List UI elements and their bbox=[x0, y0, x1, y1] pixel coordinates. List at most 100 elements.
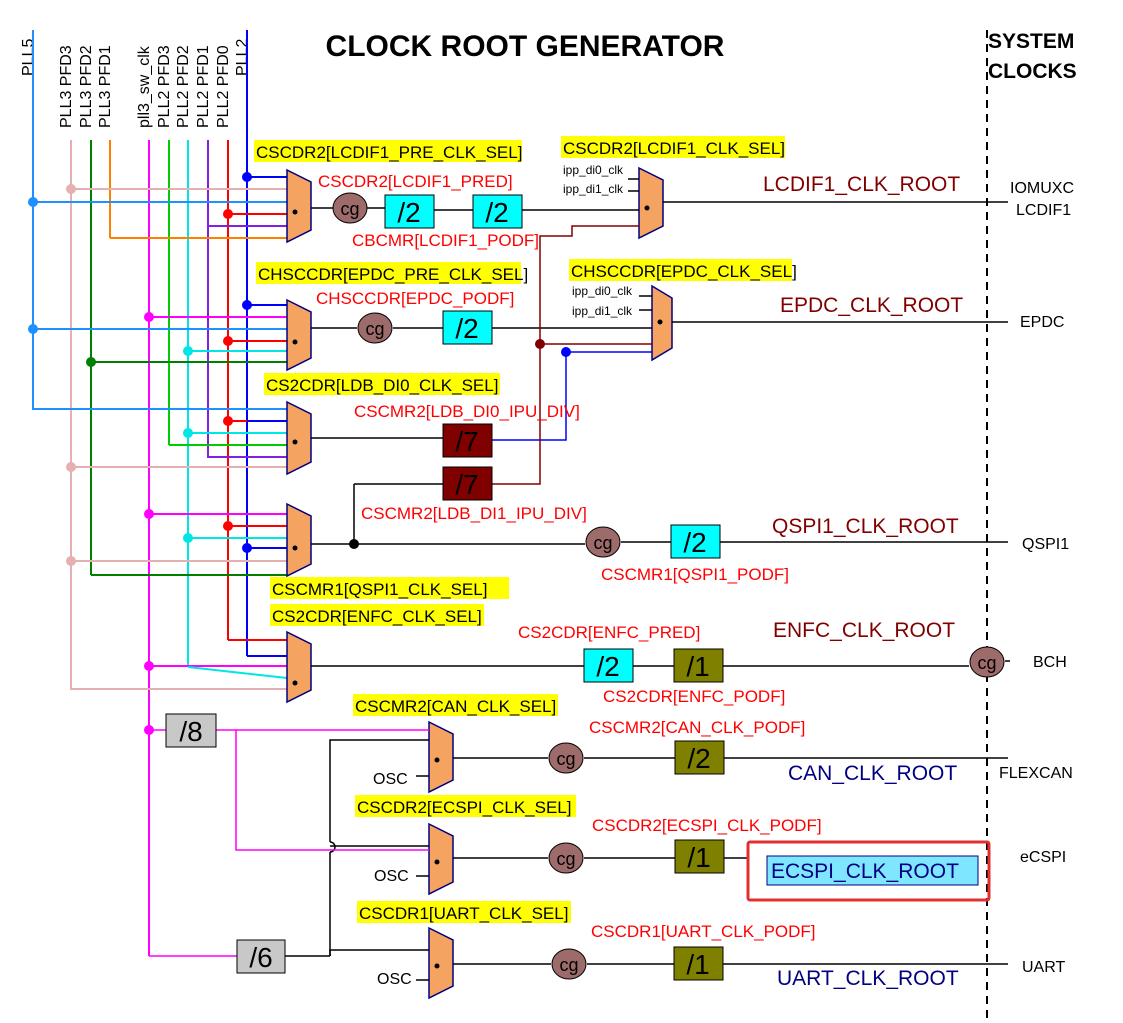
sel-uart: CSCDR1[UART_CLK_SEL] bbox=[359, 904, 568, 923]
reg-ldb-di1-div: CSCMR2[LDB_DI1_IPU_DIV] bbox=[361, 504, 587, 523]
junction-dots bbox=[28, 172, 252, 735]
svg-text:BCH: BCH bbox=[1033, 654, 1067, 671]
svg-text:/2: /2 bbox=[687, 743, 710, 774]
reg-ldb-di0-div: CSCMR2[LDB_DI0_IPU_DIV] bbox=[354, 402, 580, 421]
source-label-pll2-pfd0: PLL2 PFD0 bbox=[215, 45, 232, 128]
output-labels: IOMUXC LCDIF1 EPDC QSPI1 BCH FLEXCAN eCS… bbox=[999, 180, 1074, 976]
svg-text:UART: UART bbox=[1022, 959, 1065, 976]
ecspi-root-focus-box bbox=[746, 840, 991, 902]
mux-can bbox=[428, 720, 454, 794]
reg-lcdif1-podf: CBCMR[LCDIF1_PODF] bbox=[352, 231, 539, 250]
svg-text:/2: /2 bbox=[485, 197, 508, 228]
svg-text:ipp_di1_clk: ipp_di1_clk bbox=[563, 182, 624, 196]
svg-text:/6: /6 bbox=[249, 942, 272, 973]
svg-text:/7: /7 bbox=[455, 469, 478, 500]
mux1-inputs bbox=[33, 176, 287, 239]
svg-text:cg: cg bbox=[365, 319, 384, 339]
root-lcdif1: LCDIF1_CLK_ROOT bbox=[763, 173, 960, 196]
svg-text:/2: /2 bbox=[596, 651, 619, 682]
svg-text:OSC: OSC bbox=[374, 868, 409, 885]
svg-text:/1: /1 bbox=[687, 842, 710, 873]
sel-qspi1: CSCMR1[QSPI1_CLK_SEL] bbox=[272, 580, 487, 599]
svg-text:cg: cg bbox=[340, 199, 359, 219]
system-clocks-label-2: CLOCKS bbox=[988, 60, 1077, 83]
mux5-inputs bbox=[33, 408, 287, 468]
cg-bch: cg bbox=[969, 646, 1005, 678]
mux6-inputs bbox=[71, 513, 287, 576]
source-label-pll3-pfd1: PLL3 PFD1 bbox=[97, 45, 114, 128]
sel-epdc: CHSCCDR[EPDC_CLK_SEL] bbox=[571, 262, 797, 281]
svg-text:/7: /7 bbox=[455, 426, 478, 457]
cg-lcdif1: cg bbox=[332, 192, 368, 224]
svg-text:ipp_di1_clk: ipp_di1_clk bbox=[572, 304, 633, 318]
reg-can-podf: CSCMR2[CAN_CLK_PODF] bbox=[589, 718, 805, 737]
svg-text:/2: /2 bbox=[683, 527, 706, 558]
svg-text:/1: /1 bbox=[686, 651, 709, 682]
svg-text:cg: cg bbox=[559, 955, 578, 975]
diagram-title: CLOCK ROOT GENERATOR bbox=[326, 30, 725, 63]
divider-register-labels: CSCDR2[LCDIF1_PRED] CBCMR[LCDIF1_PODF] C… bbox=[316, 172, 822, 941]
muxes bbox=[286, 166, 673, 1000]
mux-ecspi bbox=[428, 822, 454, 896]
root-enfc: ENFC_CLK_ROOT bbox=[773, 619, 955, 642]
clock-root-labels: LCDIF1_CLK_ROOT EPDC_CLK_ROOT QSPI1_CLK_… bbox=[763, 173, 979, 990]
source-label-pll2: PLL2 bbox=[234, 39, 251, 76]
ecspi-root-highlight bbox=[766, 855, 979, 886]
svg-text:OSC: OSC bbox=[373, 771, 408, 788]
source-label-pll5: PLL5 bbox=[20, 39, 37, 76]
svg-text:cg: cg bbox=[593, 533, 612, 553]
root-can: CAN_CLK_ROOT bbox=[788, 762, 957, 785]
reg-ecspi-podf: CSCDR2[ECSPI_CLK_PODF] bbox=[592, 816, 822, 835]
small-input-labels: ipp_di0_clk ipp_di1_clk ipp_di0_clk ipp_… bbox=[373, 163, 633, 988]
mux-ldb-di0 bbox=[286, 400, 312, 476]
source-labels: PLL5 PLL3 PFD3 PLL3 PFD2 PLL3 PFD1 pll3_… bbox=[20, 39, 251, 128]
mux-lcdif1-pre bbox=[286, 168, 312, 244]
cross-wiring bbox=[149, 225, 652, 957]
mux7-inputs bbox=[71, 639, 288, 690]
sel-can: CSCMR2[CAN_CLK_SEL] bbox=[355, 697, 556, 716]
mux-enfc bbox=[286, 630, 312, 704]
svg-text:cg: cg bbox=[556, 749, 575, 769]
svg-text:cg: cg bbox=[556, 849, 575, 869]
source-label-pll2-pfd2: PLL2 PFD2 bbox=[175, 45, 192, 128]
sel-ldb-di0: CS2CDR[LDB_DI0_CLK_SEL] bbox=[266, 376, 498, 395]
root-epdc: EPDC_CLK_ROOT bbox=[780, 294, 963, 317]
cg-can: cg bbox=[548, 742, 584, 774]
selector-labels: CSCDR2[LCDIF1_PRE_CLK_SEL] CSCDR2[LCDIF1… bbox=[254, 136, 797, 923]
signal-wiring bbox=[285, 178, 1010, 981]
svg-text:/1: /1 bbox=[686, 949, 709, 980]
svg-text:/8: /8 bbox=[179, 716, 202, 747]
source-label-pll2-pfd1: PLL2 PFD1 bbox=[195, 45, 212, 128]
reg-enfc-pred: CS2CDR[ENFC_PRED] bbox=[518, 623, 700, 642]
svg-text:eCSPI: eCSPI bbox=[1020, 849, 1066, 866]
svg-text:QSPI1: QSPI1 bbox=[1022, 536, 1069, 553]
mux3-inputs bbox=[33, 304, 287, 363]
svg-text:cg: cg bbox=[977, 653, 996, 673]
source-label-pll3-pfd2: PLL3 PFD2 bbox=[78, 45, 95, 128]
mux-qspi1 bbox=[286, 502, 312, 578]
system-clocks-label-1: SYSTEM bbox=[988, 30, 1074, 53]
root-uart: UART_CLK_ROOT bbox=[777, 967, 959, 990]
svg-text:EPDC: EPDC bbox=[1020, 314, 1064, 331]
svg-text:/2: /2 bbox=[455, 313, 478, 344]
source-label-pll3-sw-clk: pll3_sw_clk bbox=[136, 45, 153, 128]
reg-lcdif1-pred: CSCDR2[LCDIF1_PRED] bbox=[318, 172, 513, 191]
source-label-pll2-pfd3: PLL2 PFD3 bbox=[156, 45, 173, 128]
clock-gates: cg cg cg cg cg cg cg bbox=[332, 192, 1005, 980]
cg-qspi1: cg bbox=[585, 526, 621, 558]
svg-text:ipp_di0_clk: ipp_di0_clk bbox=[563, 163, 624, 177]
root-qspi1: QSPI1_CLK_ROOT bbox=[772, 515, 959, 538]
svg-text:/2: /2 bbox=[397, 197, 420, 228]
root-ecspi: ECSPI_CLK_ROOT bbox=[771, 860, 959, 883]
mux-uart bbox=[428, 926, 454, 1000]
cg-epdc: cg bbox=[357, 312, 393, 344]
reg-qspi1-podf: CSCMR1[QSPI1_PODF] bbox=[601, 565, 789, 584]
dividers: /2 /2 /2 /7 /7 /2 /2 /1 /8 /2 /1 /6 /1 bbox=[165, 194, 725, 981]
svg-text:IOMUXC: IOMUXC bbox=[1010, 180, 1074, 197]
cg-uart: cg bbox=[551, 948, 587, 980]
source-label-pll3-pfd3: PLL3 PFD3 bbox=[58, 45, 75, 128]
mux-epdc-pre bbox=[286, 298, 312, 372]
sel-enfc: CS2CDR[ENFC_CLK_SEL] bbox=[272, 607, 482, 626]
reg-epdc-podf: CHSCCDR[EPDC_PODF] bbox=[316, 289, 514, 308]
mux-lcdif1 bbox=[638, 166, 664, 240]
